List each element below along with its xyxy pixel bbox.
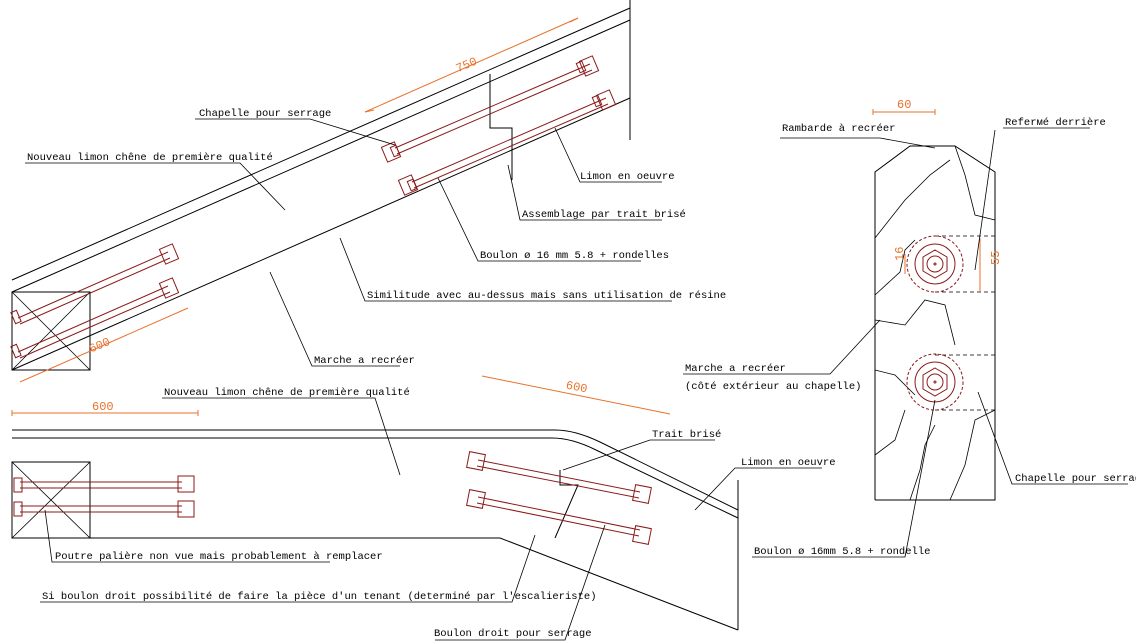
stringer-top-edge: [11, 7, 631, 281]
leader-marche-right: [683, 319, 881, 375]
dimension-600-diagonal-text: 600: [87, 335, 112, 356]
grain-5: [874, 369, 916, 396]
landing-beam-bottom-cross-b: [11, 461, 91, 539]
leader-rambarde: [780, 137, 936, 149]
dimension-60-text: 60: [897, 98, 911, 112]
label-nouveau-limon-top: Nouveau limon chêne de première qualité: [27, 152, 273, 164]
landing-beam-cross-b: [11, 291, 91, 371]
grain-1: [874, 159, 951, 239]
bolt-top-1: [380, 55, 600, 163]
label-assemblage: Assemblage par trait brisé: [522, 209, 686, 221]
leader-chapelle-top: [195, 118, 396, 146]
bolt-top-2: [397, 89, 617, 196]
dimension-600-diagonal: 600: [19, 307, 189, 383]
label-boulon-droit: Boulon droit pour serrage: [434, 628, 592, 640]
label-marche-right: Marche a recréer: [685, 363, 786, 375]
label-boulon-right: Boulon ø 16mm 5.8 + rondelle: [754, 546, 930, 558]
bolt-bottom-3: [466, 451, 652, 504]
leader-limon-oeuvre-top: [554, 127, 662, 183]
bolt-bottom-1: [13, 475, 195, 493]
plan-edge-outer: [12, 429, 739, 511]
bolt-top-3: [10, 243, 180, 325]
leader-similitude: [339, 237, 672, 302]
leader-chapelle-right: [977, 391, 1128, 485]
dimension-600-bottom-right: 600: [481, 375, 671, 415]
label-limon-oeuvre-top: Limon en oeuvre: [580, 171, 675, 183]
leader-referme: [974, 129, 996, 271]
leader-boulon-top: [437, 177, 641, 262]
dimension-55-text: 55: [989, 251, 1003, 265]
top-stringer-view: 750 600 Chapelle pour serrage Nouveau li…: [10, 0, 726, 383]
dimension-600-bottom-left: 600: [11, 400, 199, 416]
grain-8: [949, 409, 996, 501]
bolt-bottom-4: [466, 489, 652, 545]
plan-edge-bottom: [12, 537, 739, 631]
grain-3: [874, 239, 916, 296]
grain-6: [874, 409, 906, 456]
dimension-600-bottom-left-text: 600: [92, 400, 114, 414]
bolt-section-top: [906, 235, 964, 293]
label-referme: Referмé derrière: [1005, 117, 1106, 129]
leader-marche-top: [269, 271, 400, 367]
leader-assemblage: [507, 164, 662, 221]
bottom-plan-view: 600 600 Nouveau limon chêne de première …: [11, 375, 836, 641]
dimension-750-text: 750: [454, 55, 479, 76]
leader-trait-brise: [562, 439, 715, 471]
label-limon-oeuvre-bottom: Limon en oeuvre: [741, 457, 836, 469]
label-marche-right-sub: (côté extérieur au chapelle): [685, 381, 861, 393]
bolt-bottom-2: [13, 500, 195, 518]
bolt-section-bottom: [906, 353, 964, 411]
label-si-boulon: Si boulon droit possibilité de faire la …: [42, 591, 597, 603]
leader-poutre: [44, 509, 330, 563]
grain-7: [909, 424, 936, 501]
label-boulon-top: Boulon ø 16 mm 5.8 + rondelles: [480, 250, 669, 262]
dimension-600-bottom-right-text: 600: [565, 379, 589, 397]
dimension-16: 16: [893, 247, 907, 274]
leader-boulon-right: [752, 399, 936, 558]
label-chapelle-right: Chapelle pour serrage: [1015, 473, 1136, 485]
dimension-750: 750: [364, 17, 579, 113]
stringer-top-edge-inner: [11, 19, 631, 293]
label-rambarde: Rambarde à recréer: [782, 123, 895, 135]
label-trait-brise: Trait brisé: [652, 429, 721, 441]
leader-nouveau-limon-bottom: [162, 397, 401, 476]
label-marche-top: Marche a recréer: [314, 355, 415, 367]
bolt-top-4: [10, 277, 180, 359]
dimension-55: 55: [979, 238, 1003, 292]
stringer-bottom-edge: [11, 97, 631, 371]
landing-beam-top: [11, 291, 91, 371]
label-chapelle-top: Chapelle pour serrage: [199, 108, 331, 120]
grain-4: [874, 299, 956, 346]
leader-boulon-droit: [435, 524, 606, 641]
leader-si-boulon: [40, 534, 536, 603]
leader-limon-oeuvre-bottom: [694, 467, 822, 511]
leader-nouveau-limon-top: [25, 162, 286, 211]
grain-2: [954, 145, 996, 221]
plan-broken-joint: [554, 470, 579, 539]
dimension-60: 60: [872, 98, 936, 115]
broken-line-joint: [489, 74, 513, 180]
landing-beam-bottom: [11, 461, 91, 539]
right-section-view: 60 16 55 Rambarde à recréer Referмé derr…: [683, 98, 1136, 558]
label-poutre: Poutre palière non vue mais probablement…: [55, 551, 383, 563]
plan-edge-inner: [12, 437, 739, 519]
dimension-16-text: 16: [893, 247, 907, 261]
label-nouveau-limon-bottom: Nouveau limon chêne de première qualité: [164, 387, 410, 399]
label-similitude: Similitude avec au-dessus mais sans util…: [367, 290, 726, 302]
